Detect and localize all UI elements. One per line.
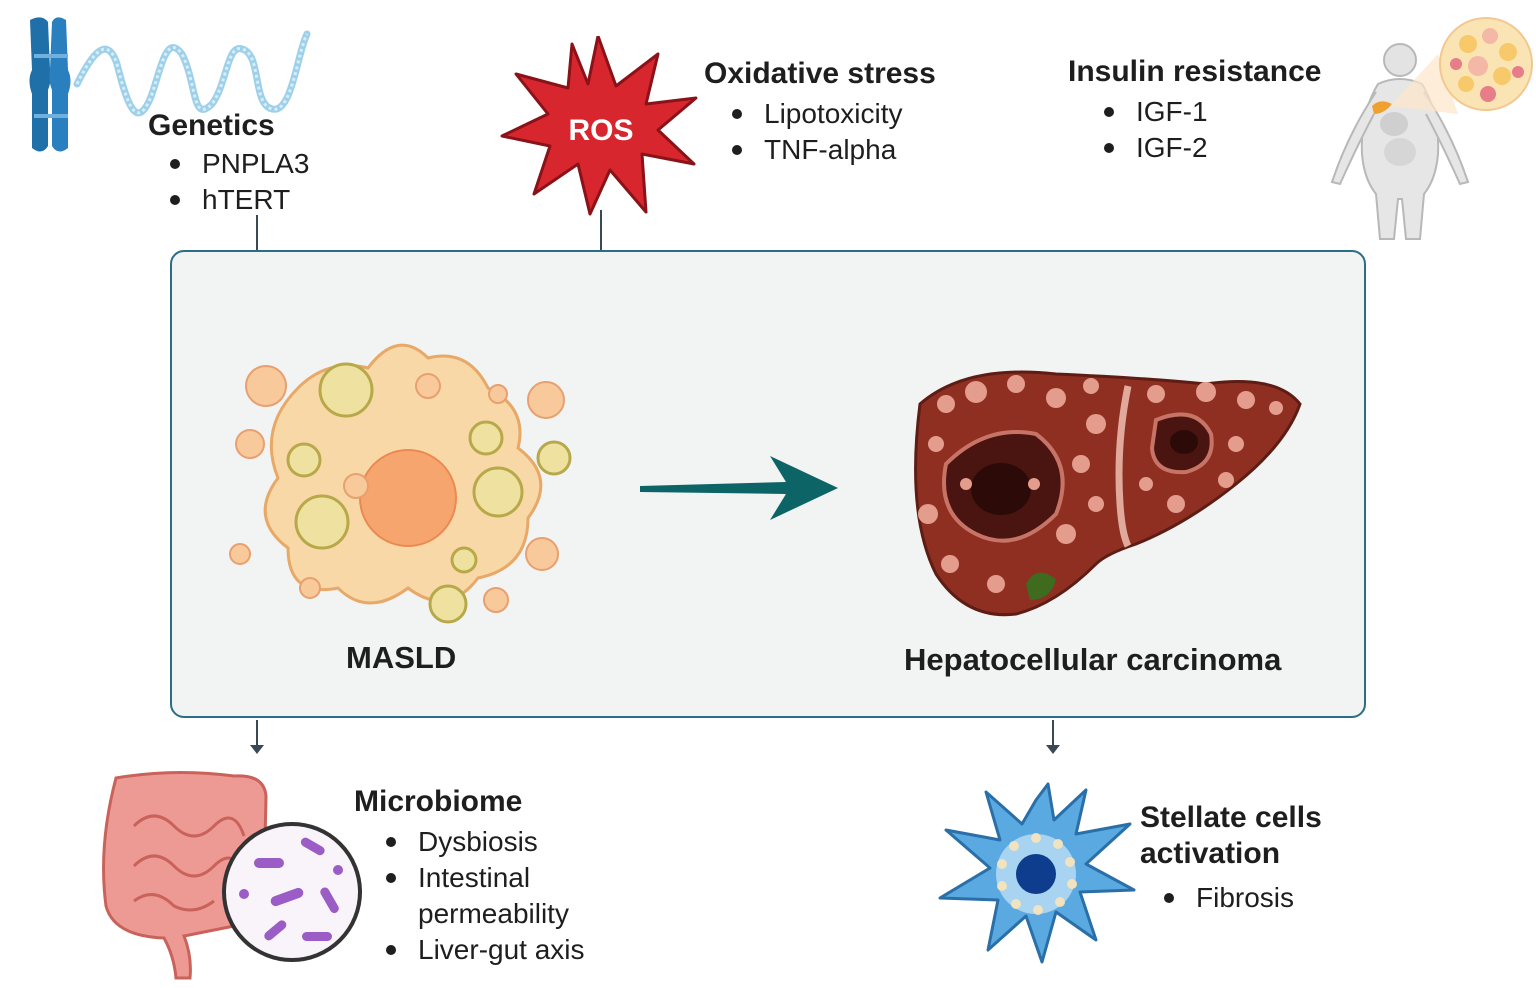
stellate-cell-icon [938,782,1136,964]
obese-body-icon [1330,17,1533,240]
genetics-list: PNPLA3 hTERT [166,146,309,218]
masld-label: MASLD [346,640,457,675]
list-item: hTERT [166,182,309,218]
hcc-liver-icon [914,370,1302,617]
microbiome-title: Microbiome [354,785,523,818]
genetics-title: Genetics [148,109,275,142]
microbiome-list: Dysbiosis Intestinal permeability Liver-… [382,824,602,968]
intestine-microbiome-icon [102,770,362,980]
list-item: IGF-1 [1100,94,1208,130]
list-item: Intestinal permeability [382,860,602,932]
insulin-list: IGF-1 IGF-2 [1100,94,1208,166]
hcc-label: Hepatocellular carcinoma [904,642,1282,677]
list-item: IGF-2 [1100,130,1208,166]
ros-badge: ROS [568,114,633,147]
list-item: Liver-gut axis [382,932,602,968]
progression-arrow-icon [640,456,838,520]
chromosome-dna-icon [29,17,311,152]
stellate-list: Fibrosis [1160,880,1294,916]
list-item: Dysbiosis [382,824,602,860]
list-item: PNPLA3 [166,146,309,182]
masld-cell-icon [229,343,572,624]
list-item: Lipotoxicity [728,96,903,132]
insulin-title: Insulin resistance [1068,55,1322,88]
stellate-title-line2: activation [1140,837,1281,870]
list-item: TNF-alpha [728,132,903,168]
oxidative-list: Lipotoxicity TNF-alpha [728,96,903,168]
ros-burst-icon: ROS [500,36,698,216]
list-item: Fibrosis [1160,880,1294,916]
oxidative-title: Oxidative stress [704,57,936,90]
stellate-title-line1: Stellate cells [1140,801,1322,834]
